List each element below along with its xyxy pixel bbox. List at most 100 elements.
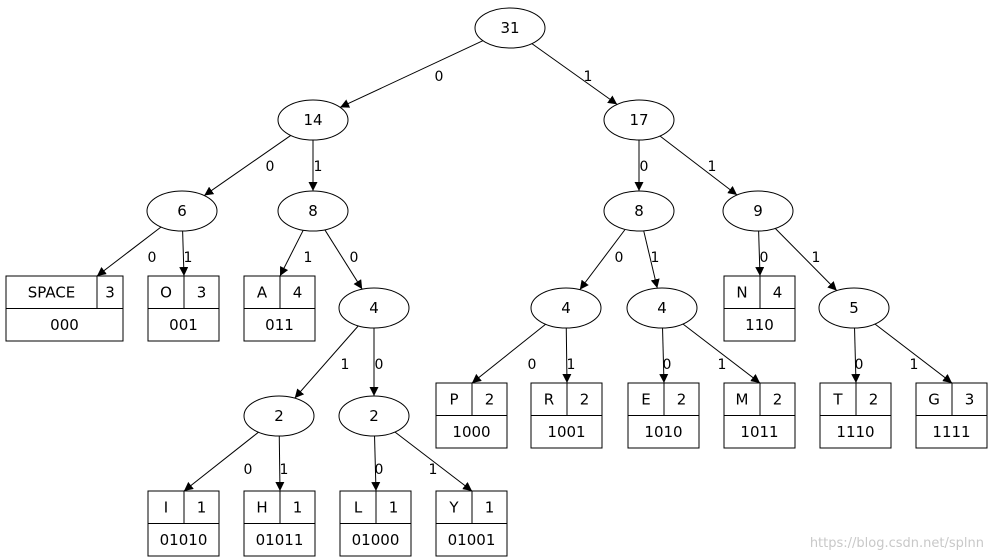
leaf-symbol: A	[257, 283, 268, 301]
edge-label: 0	[760, 250, 769, 266]
leaf-symbol: I	[164, 498, 168, 516]
leaf-node-i: I 1 01010	[147, 490, 220, 557]
node-weight: 4	[657, 299, 667, 317]
edge-label: 0	[663, 357, 672, 373]
leaf-weight: 2	[485, 390, 495, 408]
edge-31-to-17	[531, 43, 618, 105]
leaf-code: 1111	[932, 423, 970, 441]
edge-6-to-space	[96, 226, 162, 277]
leaf-code: 1001	[547, 423, 585, 441]
edge-label: 0	[266, 159, 275, 175]
leaf-weight: 1	[293, 498, 303, 516]
node-ellipse	[626, 287, 698, 329]
leaf-code: 110	[745, 316, 774, 334]
edge-label: 0	[375, 462, 384, 478]
leaf-weight: 2	[869, 390, 879, 408]
edge-label: 1	[812, 250, 821, 266]
leaf-symbol: N	[736, 283, 747, 301]
node-ellipse	[474, 7, 546, 49]
leaf-symbol: O	[160, 283, 172, 301]
leaf-code: 01000	[352, 531, 400, 549]
leaf-symbol: L	[354, 498, 363, 516]
tree-node-8a: 8	[277, 190, 349, 232]
edge-2a-to-h	[275, 435, 285, 492]
edge-5-to-g	[874, 323, 953, 384]
node-ellipse	[277, 99, 349, 141]
watermark-text: https://blog.csdn.net/splnn	[810, 536, 984, 551]
node-weight: 4	[561, 299, 571, 317]
leaf-weight: 2	[773, 390, 783, 408]
node-ellipse	[603, 190, 675, 232]
edge-label: 1	[184, 250, 193, 266]
node-weight: 9	[753, 202, 763, 220]
node-ellipse	[818, 287, 890, 329]
edge-label: 0	[435, 69, 444, 85]
edge-label: 1	[429, 462, 438, 478]
leaf-weight: 3	[105, 283, 115, 301]
node-ellipse	[530, 287, 602, 329]
node-weight: 8	[634, 202, 644, 220]
leaf-symbol: M	[736, 390, 749, 408]
edge-label: 0	[244, 462, 253, 478]
edge-14-to-6	[203, 135, 292, 196]
edge-label: 0	[528, 357, 537, 373]
leaf-weight: 3	[965, 390, 975, 408]
tree-node-31: 31	[474, 7, 546, 49]
leaf-weight: 1	[485, 498, 495, 516]
edge-label: 0	[640, 159, 649, 175]
tree-node-9: 9	[722, 190, 794, 232]
tree-node-17: 17	[603, 99, 675, 141]
edge-label: 1	[910, 357, 919, 373]
leaf-node-e: E 2 1010	[627, 382, 700, 449]
edge-label: 1	[280, 462, 289, 478]
leaf-weight: 1	[197, 498, 207, 516]
leaf-weight: 1	[389, 498, 399, 516]
edge-label: 1	[708, 159, 717, 175]
leaf-node-n: N 4 110	[723, 275, 796, 342]
node-ellipse	[338, 287, 410, 329]
leaf-symbol: T	[832, 390, 843, 408]
leaf-symbol: H	[256, 498, 267, 516]
node-weight: 5	[849, 299, 859, 317]
edge-2a-to-i	[183, 431, 259, 492]
edge-label: 1	[584, 69, 593, 85]
node-weight: 14	[303, 111, 322, 129]
leaf-symbol: E	[641, 390, 650, 408]
leaf-symbol: G	[928, 390, 940, 408]
tree-node-4a: 4	[338, 287, 410, 329]
edge-label: 0	[375, 357, 384, 373]
edge-label: 1	[341, 357, 350, 373]
leaf-code: 1110	[836, 423, 874, 441]
edge-label: 0	[148, 250, 157, 266]
edge-label: 0	[855, 357, 864, 373]
tree-node-4c: 4	[626, 287, 698, 329]
node-weight: 2	[274, 407, 284, 425]
leaf-symbol: SPACE	[28, 283, 76, 301]
edge-31-to-14	[339, 40, 484, 108]
edge-9-to-5	[774, 228, 838, 291]
leaf-code: 011	[265, 316, 294, 334]
edge-4c-to-m	[682, 323, 761, 384]
leaf-code: 01010	[160, 531, 208, 549]
edge-label: 1	[314, 159, 323, 175]
edge-4b-to-r	[562, 327, 572, 384]
edge-label: 1	[651, 250, 660, 266]
edge-8b-to-4c	[643, 230, 660, 289]
edge-2b-to-l	[371, 435, 381, 492]
edge-8a-to-a	[279, 229, 304, 277]
tree-node-8b: 8	[603, 190, 675, 232]
leaf-code: 1010	[644, 423, 682, 441]
leaf-weight: 4	[773, 283, 783, 301]
edge-17-to-9	[659, 135, 738, 196]
node-weight: 17	[629, 111, 648, 129]
tree-node-14: 14	[277, 99, 349, 141]
leaf-weight: 2	[677, 390, 687, 408]
edge-2b-to-y	[394, 431, 473, 492]
edge-4b-to-p	[471, 323, 546, 384]
leaf-node-g: G 3 1111	[915, 382, 988, 449]
leaf-symbol: R	[544, 390, 554, 408]
